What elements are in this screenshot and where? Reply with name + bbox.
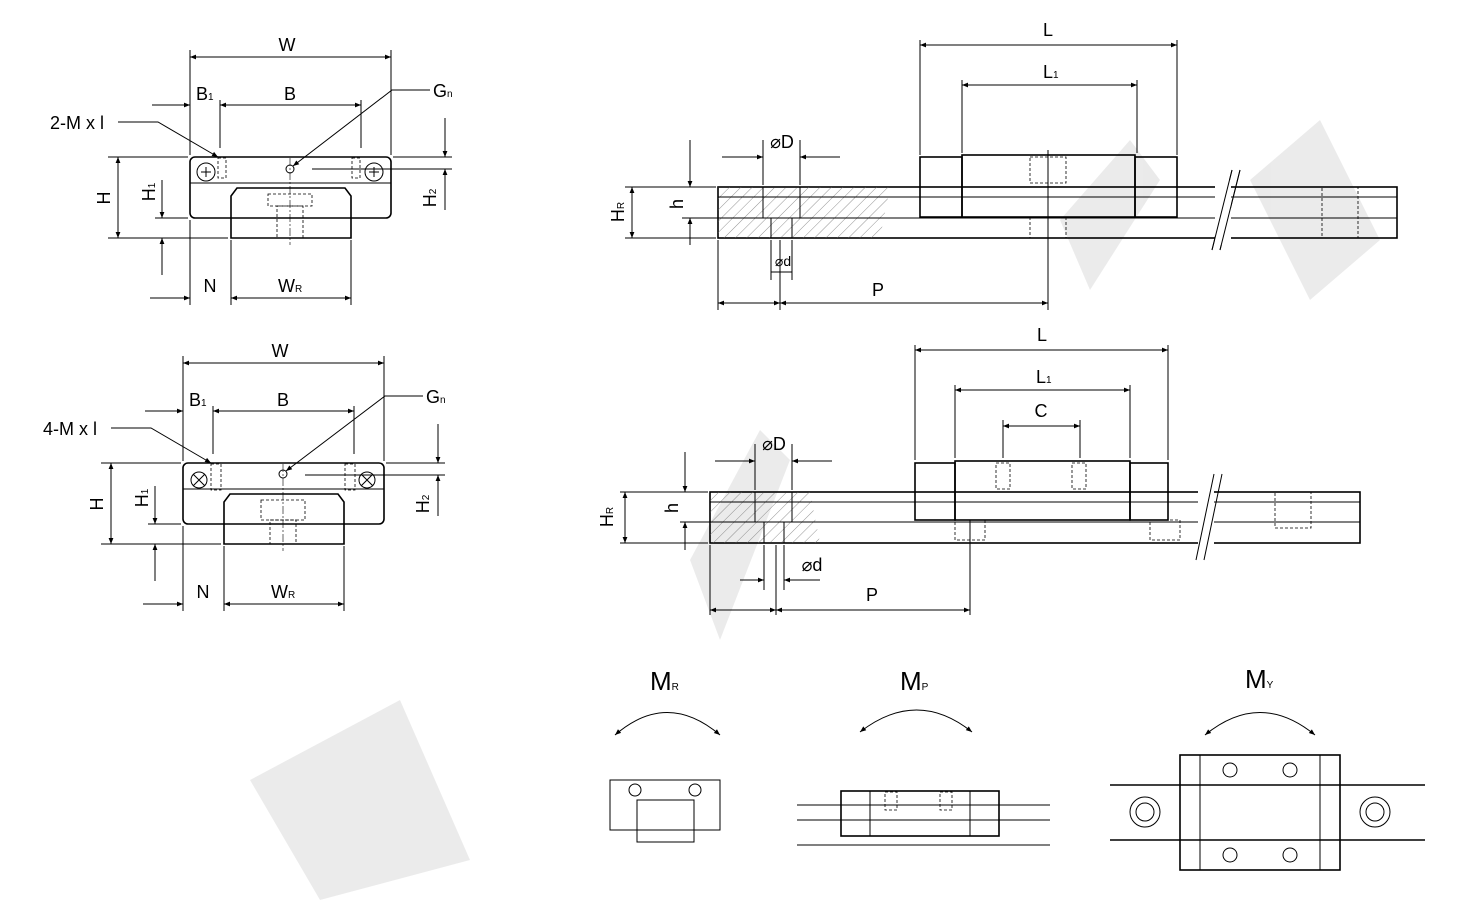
dim-B1: B1: [196, 84, 214, 104]
dim-H: H: [94, 192, 114, 205]
dim-L1: L1: [1036, 367, 1052, 387]
carriage-block: [954, 460, 1131, 521]
seal-icon: [358, 471, 376, 489]
rail-profile: [230, 187, 352, 239]
moment-label: MP: [900, 666, 929, 696]
dim-B: B: [277, 390, 289, 410]
dim-HR: HR: [597, 507, 617, 527]
dim-L: L: [1043, 20, 1053, 40]
dim-P: P: [872, 280, 884, 300]
dim-WR: WR: [271, 582, 295, 602]
moment-pitch: MP: [797, 666, 1050, 846]
cross-section-4-hole: W B1 B 4-M x l Gn H H1 H2 N WR: [43, 341, 446, 611]
carriage-outline: [189, 156, 392, 219]
side-view-standard: L L1 ⌀D HR h ⌀d P: [608, 20, 1398, 310]
break-line: [1195, 473, 1223, 561]
rail-profile: [223, 493, 345, 545]
end-cap: [1129, 462, 1169, 521]
dim-P: P: [866, 585, 878, 605]
side-view-wide: L L1 C ⌀D HR h ⌀d P: [597, 325, 1361, 615]
dim-H1: H1: [139, 182, 159, 201]
grease-nipple-label: Gn: [426, 387, 446, 407]
dim-W: W: [279, 35, 296, 55]
rotation-arrow-icon: [614, 712, 721, 736]
dim-D: ⌀D: [762, 434, 786, 454]
dim-B: B: [284, 84, 296, 104]
cross-section-2-hole: W B1 B 2-M x l Gn H H1 H2 N WR: [50, 35, 453, 305]
dim-H: H: [87, 498, 107, 511]
dim-H1: H1: [132, 488, 152, 507]
rotation-arrow-icon: [859, 709, 973, 733]
grease-nipple-label: Gn: [433, 81, 453, 101]
moment-label: MY: [1245, 664, 1274, 694]
dim-h: h: [662, 503, 682, 513]
dim-N: N: [197, 582, 210, 602]
screw-icon: [196, 162, 216, 182]
dim-d: ⌀d: [802, 555, 823, 575]
dim-D: ⌀D: [770, 132, 794, 152]
dim-W: W: [272, 341, 289, 361]
moment-label: MR: [650, 666, 679, 696]
moment-roll: MR: [609, 666, 721, 843]
dim-H2: H2: [413, 494, 433, 513]
dim-C: C: [1035, 401, 1048, 421]
dim-N: N: [204, 276, 217, 296]
dim-L1: L1: [1043, 62, 1059, 82]
dim-B1: B1: [189, 390, 207, 410]
seal-icon: [190, 471, 208, 489]
mount-holes-label: 2-M x l: [50, 113, 104, 133]
dim-d: ⌀d: [775, 253, 791, 269]
dim-WR: WR: [278, 276, 302, 296]
moment-yaw: MY: [1110, 664, 1425, 871]
dim-L: L: [1037, 325, 1047, 345]
mount-holes-label: 4-M x l: [43, 419, 97, 439]
end-cap: [1134, 156, 1178, 218]
dim-HR: HR: [608, 202, 628, 222]
watermark: [250, 120, 1380, 900]
rotation-arrow-icon: [1204, 712, 1316, 736]
dim-H2: H2: [420, 188, 440, 207]
screw-icon: [364, 162, 384, 182]
dim-h: h: [667, 199, 687, 209]
